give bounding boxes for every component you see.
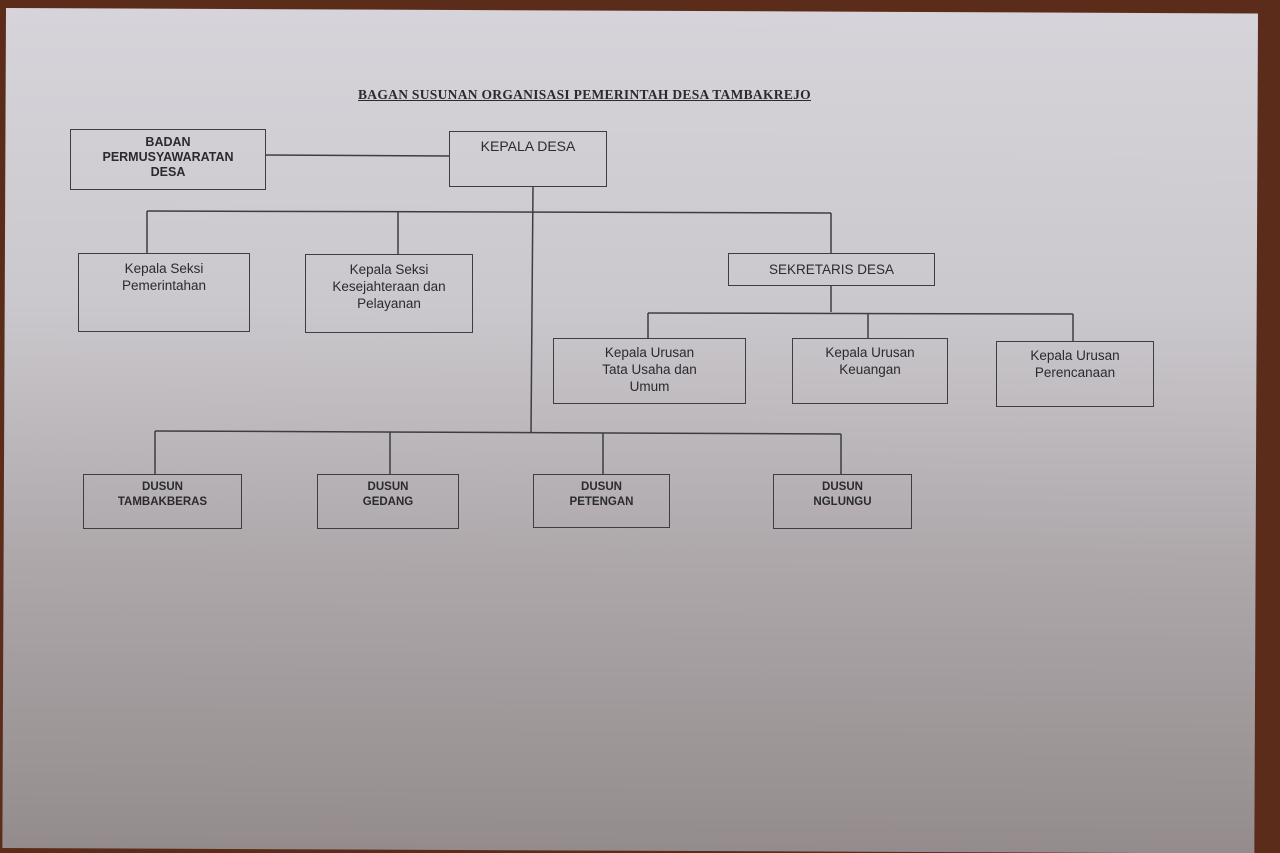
line-kepala-trunk — [530, 186, 534, 433]
node-kepala-desa: KEPALA DESA — [449, 131, 607, 187]
node-kasi-pemerintahan: Kepala Seksi Pemerintahan — [78, 253, 250, 332]
node-sekretaris-desa: SEKRETARIS DESA — [728, 253, 935, 286]
node-dusun-nglungu: DUSUN NGLUNGU — [773, 474, 912, 529]
node-kaur-keuangan: Kepala Urusan Keuangan — [792, 338, 948, 404]
node-dusun-gedang: DUSUN GEDANG — [317, 474, 459, 529]
node-kaur-perencanaan: Kepala Urusan Perencanaan — [996, 341, 1154, 407]
line-kaur-bus — [647, 312, 1074, 315]
node-kasi-kesejahteraan: Kepala Seksi Kesejahteraan dan Pelayanan — [305, 254, 473, 333]
node-dusun-tambakberas: DUSUN TAMBAKBERAS — [83, 474, 242, 529]
line-top-bus — [146, 210, 832, 214]
line-dusun-bus — [154, 430, 842, 435]
line-bpd-kepala — [264, 154, 451, 157]
node-kaur-tata-usaha: Kepala Urusan Tata Usaha dan Umum — [553, 338, 746, 404]
node-bpd: BADAN PERMUSYAWARATAN DESA — [70, 129, 266, 190]
chart-title: BAGAN SUSUNAN ORGANISASI PEMERINTAH DESA… — [358, 87, 811, 102]
node-dusun-petengan: DUSUN PETENGAN — [533, 474, 670, 528]
